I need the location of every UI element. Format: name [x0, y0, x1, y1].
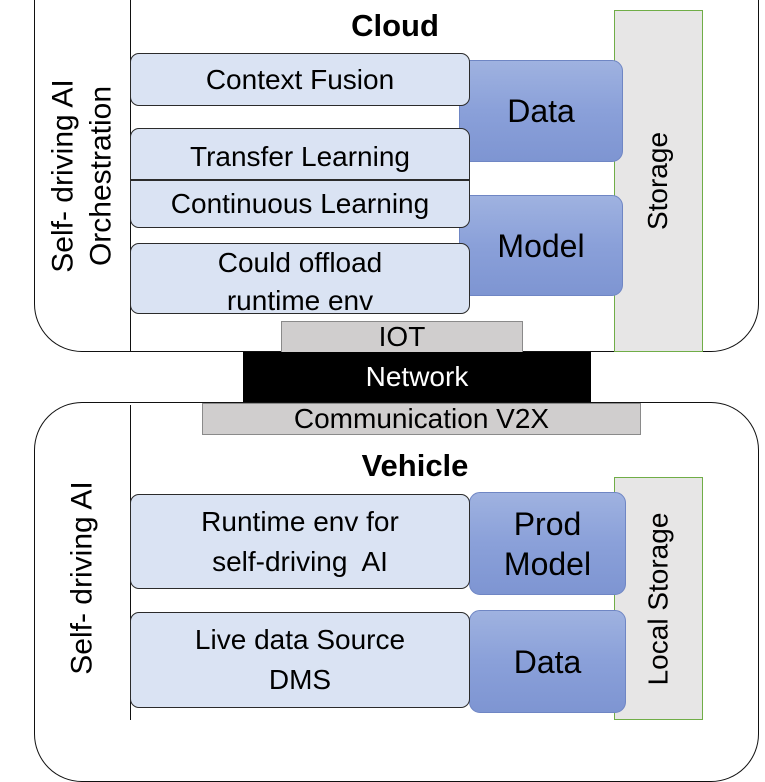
communication-v2x-bar: Communication V2X: [202, 403, 641, 435]
network-bar: Network: [243, 352, 591, 402]
cloud-storage: Storage: [614, 10, 703, 352]
prod-model-label: Prod Model: [503, 505, 592, 582]
cloud-side-label: Self- driving AI Orchestration: [36, 0, 130, 352]
local-storage: Local Storage: [614, 477, 703, 720]
vehicle-side-label: Self- driving AI: [36, 435, 130, 720]
communication-v2x-label: Communication V2X: [293, 403, 550, 434]
live-data-box: Live data Source DMS: [130, 612, 470, 708]
offload-runtime-box: Could offload runtime env: [130, 243, 470, 314]
transfer-learning-box: Transfer Learning: [130, 128, 470, 180]
local-storage-label: Local Storage: [642, 512, 674, 685]
offload-runtime-label: Could offload runtime env: [217, 247, 383, 314]
continuous-learning-label: Continuous Learning: [170, 188, 430, 219]
orchestration-label-text: Self- driving AI Orchestration: [47, 79, 119, 273]
iot-bar: IOT: [281, 321, 523, 353]
context-fusion-label: Context Fusion: [205, 63, 395, 95]
vehicle-data-box: Data: [469, 610, 626, 713]
runtime-env-box: Runtime env for self-driving AI: [130, 494, 470, 589]
storage-label: Storage: [642, 131, 674, 231]
vehicle-title: Vehicle: [361, 448, 469, 483]
continuous-learning-box: Continuous Learning: [130, 180, 470, 228]
cloud-data-box: Data: [459, 60, 623, 162]
live-data-label: Live data Source DMS: [194, 624, 406, 695]
transfer-learning-label: Transfer Learning: [190, 141, 410, 172]
runtime-env-label: Runtime env for self-driving AI: [201, 505, 399, 577]
cloud-data-label: Data: [507, 93, 575, 129]
self-driving-label-text: Self- driving AI: [66, 480, 100, 675]
context-fusion-box: Context Fusion: [130, 53, 470, 106]
cloud-model-box: Model: [459, 195, 623, 296]
cloud-title: Cloud: [351, 8, 439, 43]
cloud-model-label: Model: [497, 227, 585, 264]
prod-model-box: Prod Model: [469, 492, 626, 595]
iot-label: IOT: [378, 321, 426, 352]
network-label: Network: [365, 361, 469, 392]
vehicle-data-label: Data: [513, 643, 582, 680]
